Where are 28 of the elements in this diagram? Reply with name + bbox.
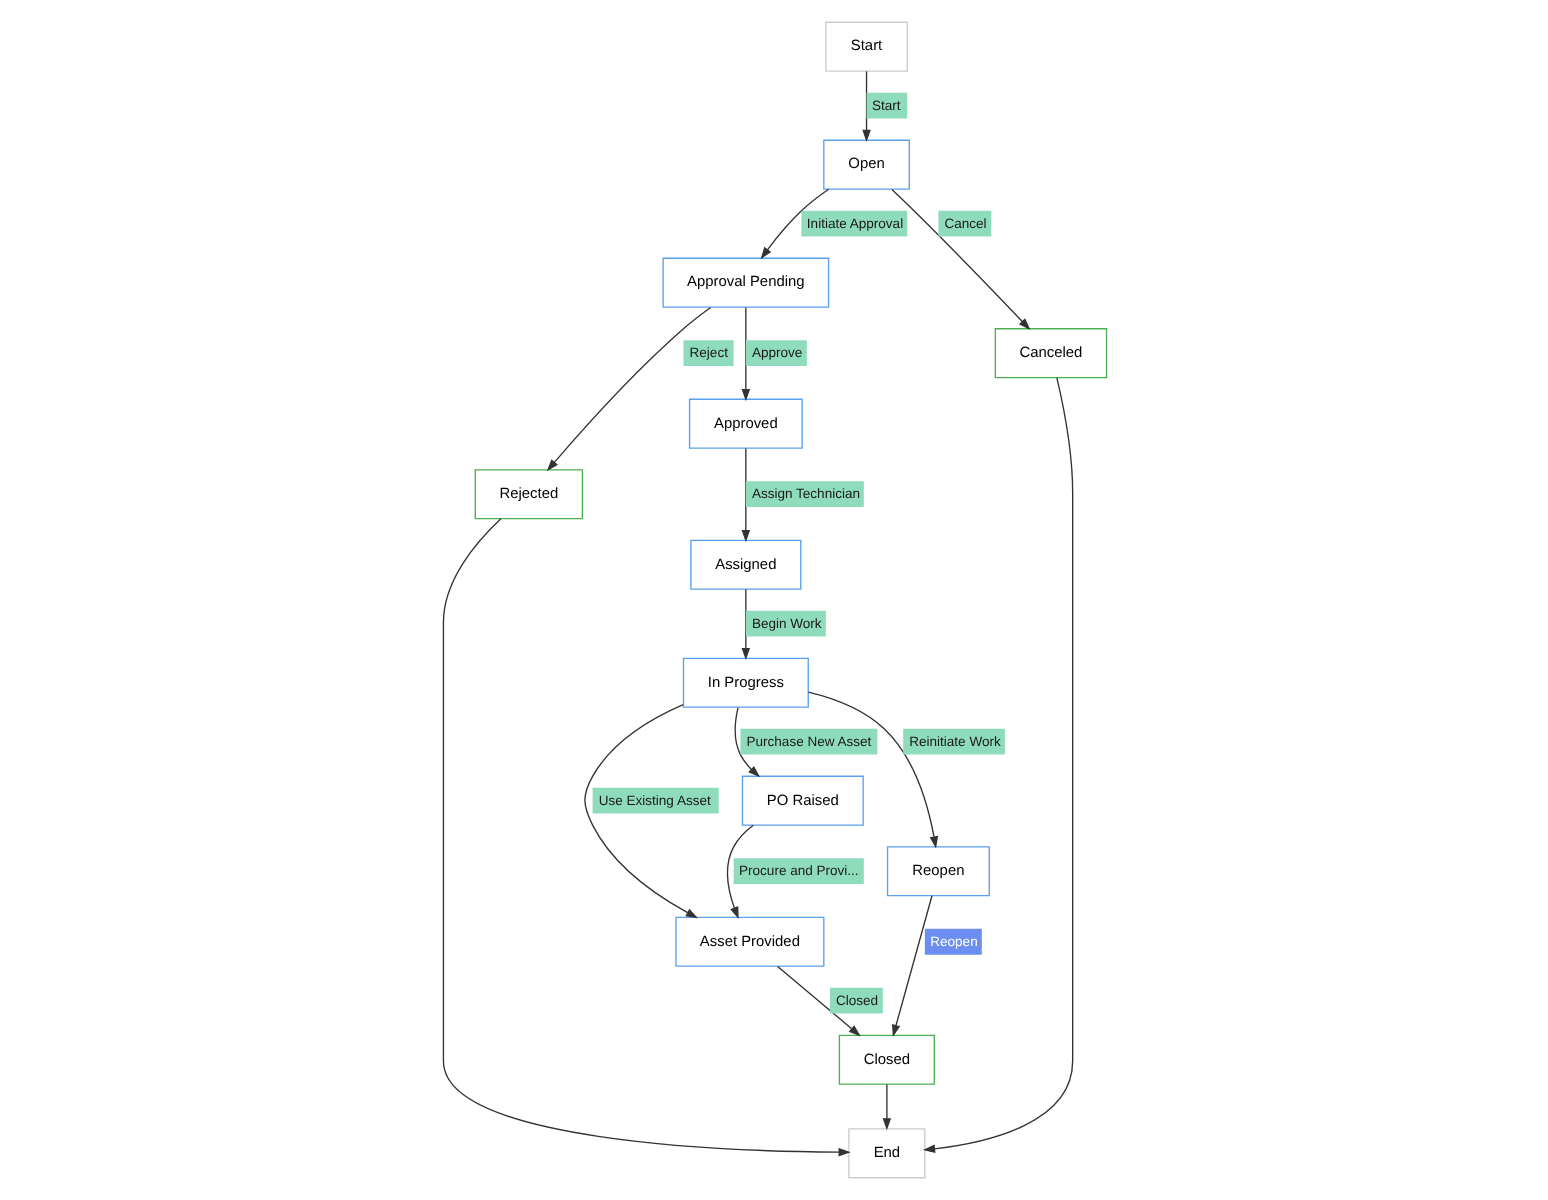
arrow <box>545 306 711 472</box>
arrow <box>891 895 932 1037</box>
arrow <box>775 965 860 1037</box>
node-box: In Progress <box>681 657 808 708</box>
arrow <box>740 306 750 402</box>
arrow <box>890 188 1030 331</box>
node-box: Canceled <box>993 328 1107 379</box>
arrow <box>861 70 870 143</box>
node-box: Asset Provided <box>674 916 824 967</box>
node-box: Reopen <box>885 846 989 897</box>
arrow <box>733 706 760 778</box>
arrow <box>583 703 698 919</box>
node-box: End <box>847 1128 925 1179</box>
node-box: PO Raised <box>740 775 863 826</box>
node-box: Closed <box>837 1034 935 1085</box>
node-box: Open <box>822 139 909 190</box>
node-box: Approval Pending <box>661 257 829 308</box>
arrow <box>806 691 938 849</box>
node-box: Start <box>824 21 907 72</box>
arrow <box>740 447 750 543</box>
arrow <box>740 588 750 661</box>
node-box: Assigned <box>689 539 801 590</box>
arrow <box>441 518 850 1157</box>
arrow <box>725 824 753 920</box>
arrow <box>881 1083 891 1131</box>
arrow <box>759 188 829 260</box>
node-box: Approved <box>687 398 802 449</box>
node-box: Rejected <box>473 469 583 520</box>
